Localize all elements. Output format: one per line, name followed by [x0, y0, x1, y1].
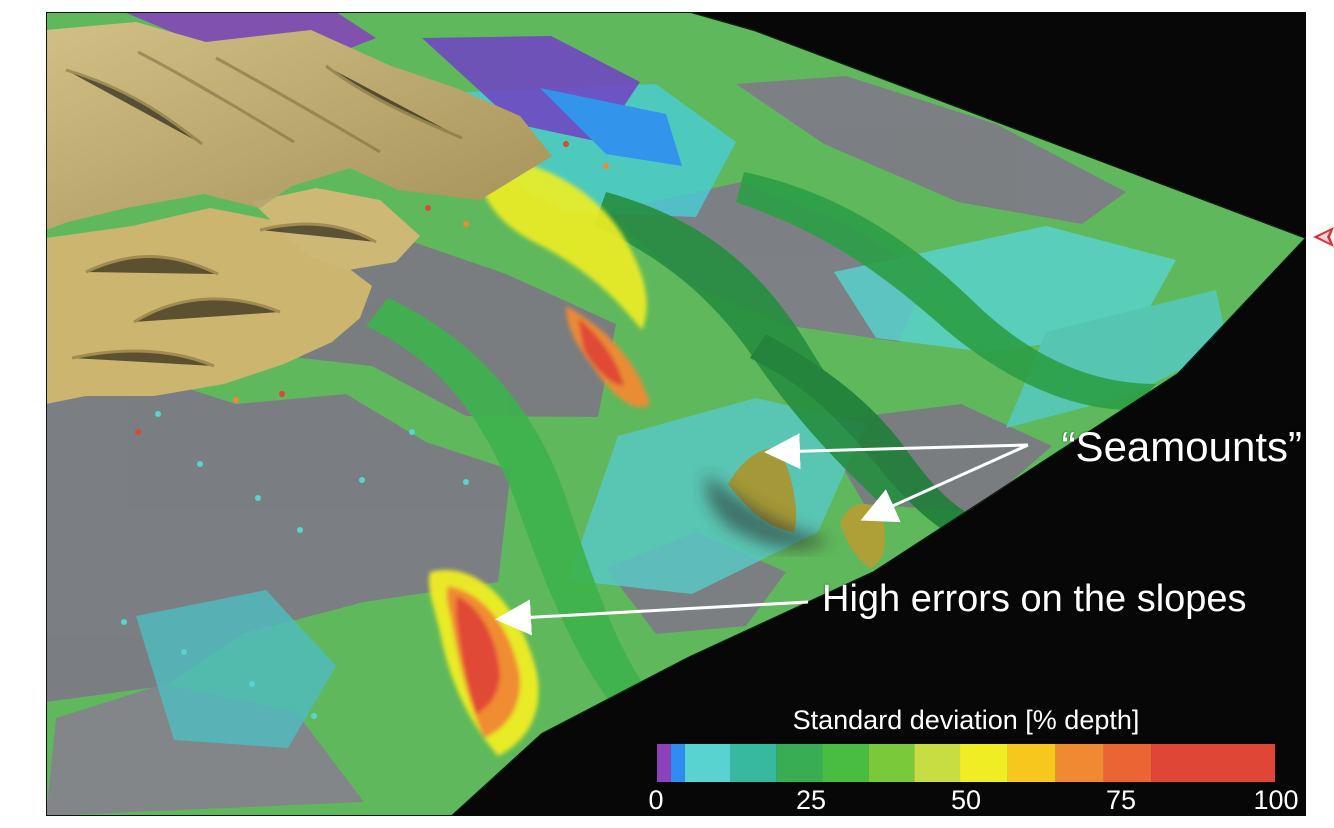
bathymetry-uncertainty-figure: “Seamounts” High errors on the slopes St…: [46, 12, 1306, 816]
legend-tick-75: 75: [1105, 785, 1137, 815]
seamounts-annotation: “Seamounts”: [1061, 423, 1302, 470]
red-central-slope-band: [578, 318, 624, 386]
gray-patch-north: [736, 76, 1126, 224]
colorbar-segment: [670, 744, 685, 782]
colorbar-segment: [776, 744, 823, 782]
colorbar-segment: [684, 744, 731, 782]
standard-deviation-legend: Standard deviation [% depth] 0 25 50 75 …: [648, 705, 1306, 816]
colorbar-segment: [730, 744, 777, 782]
gray-patch-middle: [606, 182, 928, 342]
legend-title: Standard deviation [% depth]: [792, 705, 1140, 735]
colorbar-segments: [657, 744, 1275, 782]
land-shading: [46, 22, 552, 230]
legend-tick-100: 100: [1253, 785, 1299, 815]
scattered-uncertainty-dots: [121, 141, 609, 719]
legend-tick-25: 25: [795, 785, 827, 815]
colorbar-segment: [1151, 744, 1275, 782]
colorbar-segment: [1007, 744, 1056, 782]
colorbar-segment: [914, 744, 961, 782]
cyan-southwest-zone: [136, 590, 336, 748]
high-errors-on-slopes-annotation: High errors on the slopes: [822, 578, 1247, 620]
land-mass: [46, 22, 552, 404]
colorbar-segment: [960, 744, 1008, 782]
legend-tick-50: 50: [950, 785, 982, 815]
colorbar-segment: [868, 744, 915, 782]
seamount-upper: [728, 448, 797, 532]
green-ridge-east: [736, 172, 1156, 410]
standard-deviation-colorbar: [656, 743, 1276, 783]
land-ridge-lines: [65, 50, 463, 368]
yellow-north-slope-band: [476, 152, 647, 330]
colorbar-segment: [1103, 744, 1152, 782]
colorbar-segment: [1055, 744, 1104, 782]
legend-tick-0: 0: [648, 785, 664, 815]
colorbar-segment: [822, 744, 869, 782]
red-slope-band: [456, 596, 500, 714]
blue-zone-top: [540, 88, 682, 166]
three-d-terrain-surface: [46, 12, 1306, 816]
red-triangle-pointer-icon: [1313, 227, 1334, 247]
seamount-shadow: [705, 474, 830, 550]
colorbar-segment: [657, 744, 671, 782]
